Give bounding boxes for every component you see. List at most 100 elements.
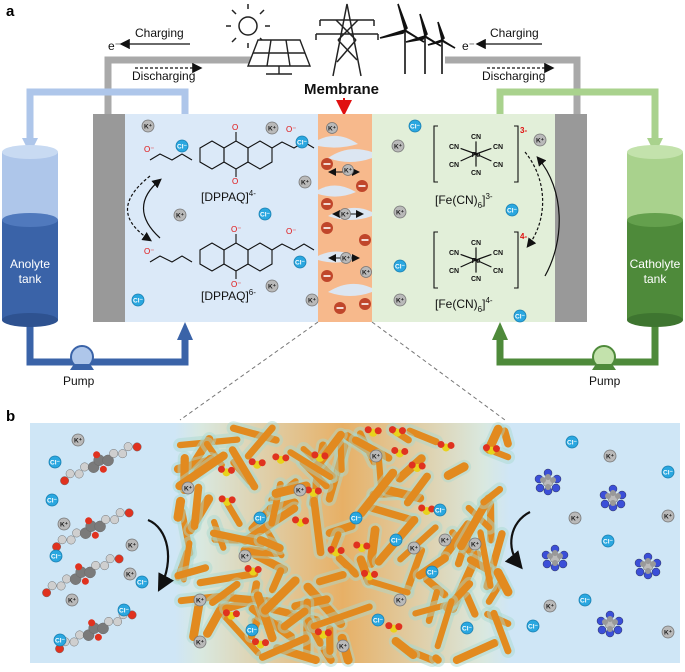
svg-text:K⁺: K⁺ xyxy=(372,454,381,461)
svg-text:O⁻: O⁻ xyxy=(286,125,296,134)
potassium-ion: K⁺ xyxy=(299,176,311,188)
svg-text:CN: CN xyxy=(449,250,459,257)
svg-text:Cl⁻: Cl⁻ xyxy=(50,460,61,467)
svg-text:CN: CN xyxy=(449,162,459,169)
svg-text:CN: CN xyxy=(449,268,459,275)
svg-text:Cl⁻: Cl⁻ xyxy=(395,264,406,271)
svg-text:K⁺: K⁺ xyxy=(571,516,580,523)
svg-text:Cl⁻: Cl⁻ xyxy=(55,638,66,645)
svg-text:K⁺: K⁺ xyxy=(441,538,450,545)
potassium-ion: K⁺ xyxy=(306,294,318,306)
electron-label-left: e⁻ xyxy=(108,39,121,53)
potassium-ion: K⁺ xyxy=(337,640,349,652)
svg-text:K⁺: K⁺ xyxy=(396,210,405,217)
svg-text:O⁻: O⁻ xyxy=(231,280,241,289)
potassium-ion: K⁺ xyxy=(126,539,138,551)
dppaq-ox-charge: 4- xyxy=(249,189,256,198)
potassium-ion: K⁺ xyxy=(266,122,278,134)
potassium-ion: K⁺ xyxy=(662,510,674,522)
svg-text:Cl⁻: Cl⁻ xyxy=(373,618,384,625)
svg-text:K⁺: K⁺ xyxy=(176,213,185,220)
svg-text:K⁺: K⁺ xyxy=(396,298,405,305)
chloride-ion: Cl⁻ xyxy=(176,140,188,152)
svg-text:K⁺: K⁺ xyxy=(196,640,205,647)
fixed-anion-site xyxy=(321,222,333,234)
anode-electrode xyxy=(93,114,125,322)
svg-text:K⁺: K⁺ xyxy=(339,644,348,651)
fixed-anion-site xyxy=(321,158,333,170)
polymer-chain xyxy=(436,658,438,660)
potassium-ion: K⁺ xyxy=(66,594,78,606)
svg-text:K⁺: K⁺ xyxy=(301,180,310,187)
svg-text:CN: CN xyxy=(471,134,481,141)
svg-text:O⁻: O⁻ xyxy=(144,247,154,256)
svg-text:Cl⁻: Cl⁻ xyxy=(351,516,362,523)
svg-text:K⁺: K⁺ xyxy=(268,126,277,133)
charging-label-left: Charging xyxy=(135,26,184,40)
fixed-anion-site xyxy=(356,180,368,192)
potassium-ion: K⁺ xyxy=(174,209,186,221)
chloride-ion: Cl⁻ xyxy=(390,534,402,546)
potassium-ion: K⁺ xyxy=(182,482,194,494)
chloride-ion: Cl⁻ xyxy=(50,550,62,562)
chloride-ion: Cl⁻ xyxy=(246,624,258,636)
potassium-ion: K⁺ xyxy=(569,512,581,524)
fixed-anion-site xyxy=(321,270,333,282)
svg-text:K⁺: K⁺ xyxy=(394,144,403,151)
potassium-ion: K⁺ xyxy=(58,518,70,530)
potassium-ion: K⁺ xyxy=(394,594,406,606)
potassium-ion: K⁺ xyxy=(266,280,278,292)
svg-text:Cl⁻: Cl⁻ xyxy=(528,624,539,631)
anolyte-tank xyxy=(2,145,58,327)
svg-text:K⁺: K⁺ xyxy=(196,598,205,605)
svg-text:Cl⁻: Cl⁻ xyxy=(603,539,614,546)
svg-text:K⁺: K⁺ xyxy=(68,598,77,605)
chloride-ion: Cl⁻ xyxy=(294,256,306,268)
chloride-ion: Cl⁻ xyxy=(296,136,308,148)
fixed-anion-site xyxy=(321,198,333,210)
polymer-chain xyxy=(178,501,181,517)
svg-text:Cl⁻: Cl⁻ xyxy=(255,516,266,523)
potassium-ion: K⁺ xyxy=(294,484,306,496)
chloride-ion: Cl⁻ xyxy=(350,512,362,524)
svg-text:K⁺: K⁺ xyxy=(296,488,305,495)
dppaq-red-name: [DPPAQ] xyxy=(201,289,249,303)
svg-text:Cl⁻: Cl⁻ xyxy=(260,212,271,219)
potassium-ion: K⁺ xyxy=(327,123,338,134)
potassium-ion: K⁺ xyxy=(408,542,420,554)
svg-text:Cl⁻: Cl⁻ xyxy=(51,554,62,561)
svg-text:K⁺: K⁺ xyxy=(184,486,193,493)
potassium-ion: K⁺ xyxy=(194,636,206,648)
discharging-label-left: Discharging xyxy=(132,69,195,83)
catholyte-tank-label-line1: Catholyte xyxy=(630,257,681,271)
svg-text:CN: CN xyxy=(471,170,481,177)
svg-text:Cl⁻: Cl⁻ xyxy=(47,498,58,505)
svg-text:Cl⁻: Cl⁻ xyxy=(137,580,148,587)
potassium-ion: K⁺ xyxy=(439,534,451,546)
chloride-ion: Cl⁻ xyxy=(49,456,61,468)
potassium-ion: K⁺ xyxy=(142,120,154,132)
svg-text:O: O xyxy=(232,177,238,186)
catholyte-tank xyxy=(627,145,683,327)
polymer-chain xyxy=(194,488,198,527)
potassium-ion: K⁺ xyxy=(72,434,84,446)
svg-text:K⁺: K⁺ xyxy=(128,543,137,550)
potassium-ion: K⁺ xyxy=(341,253,352,264)
chloride-ion: Cl⁻ xyxy=(259,208,271,220)
svg-text:K⁺: K⁺ xyxy=(74,438,83,445)
svg-text:K⁺: K⁺ xyxy=(308,298,317,305)
svg-text:Cl⁻: Cl⁻ xyxy=(247,628,258,635)
catholyte-tank-label-line2: tank xyxy=(644,272,668,286)
svg-text:Cl⁻: Cl⁻ xyxy=(515,314,526,321)
svg-text:K⁺: K⁺ xyxy=(268,284,277,291)
svg-text:Fe: Fe xyxy=(472,150,481,159)
chloride-ion: Cl⁻ xyxy=(434,504,446,516)
svg-text:K⁺: K⁺ xyxy=(60,522,69,529)
ferricyanide-name: [Fe(CN) xyxy=(435,193,478,207)
svg-text:K⁺: K⁺ xyxy=(471,542,480,549)
svg-text:CN: CN xyxy=(493,162,503,169)
svg-text:K⁺: K⁺ xyxy=(328,126,337,133)
chloride-ion: Cl⁻ xyxy=(426,566,438,578)
dppaq-red-charge: 6- xyxy=(249,288,256,297)
